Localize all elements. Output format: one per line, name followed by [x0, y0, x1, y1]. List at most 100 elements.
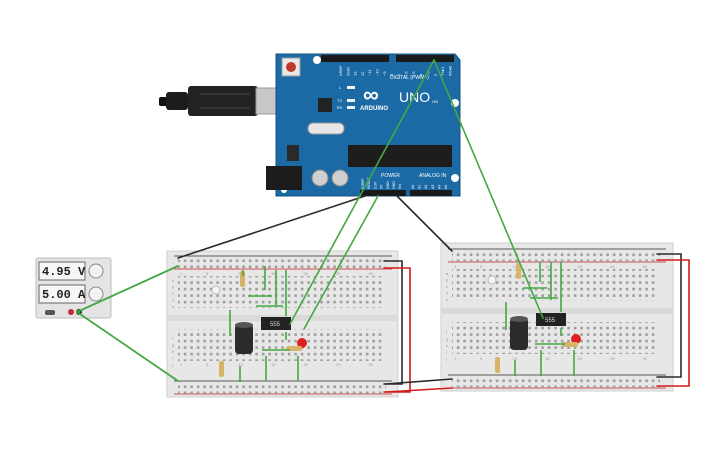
breadboard-column-label: 30: [643, 264, 648, 269]
l-led-label: L: [339, 85, 342, 90]
capacitor[interactable]: [235, 324, 253, 354]
arduino-pin-label: A3: [431, 185, 435, 189]
led-red[interactable]: [297, 338, 307, 348]
breadboard-2-jumpers[interactable]: [505, 262, 575, 376]
breadboard-column-label: 15: [271, 271, 276, 276]
wire-green-psu-top[interactable]: [76, 265, 179, 313]
breadboard-column-label: 20: [304, 271, 309, 276]
timer-ic-555[interactable]: [536, 313, 566, 326]
breadboard-row-label: b: [446, 278, 449, 283]
breadboard-row-label: i: [172, 356, 173, 361]
breadboard-row-label: f: [446, 330, 448, 335]
arduino-pin-label: ~3: [426, 71, 431, 76]
wires[interactable]: [76, 59, 690, 393]
photoresistor[interactable]: [487, 275, 497, 285]
positive-terminal[interactable]: [68, 309, 74, 315]
arduino-pin-label: AREF: [338, 65, 343, 76]
power-switch[interactable]: [45, 310, 55, 315]
breadboard-column-label: 20: [304, 362, 309, 367]
arduino-pin-label: A0: [411, 185, 415, 189]
capacitor[interactable]: [510, 318, 528, 350]
arduino-pin-label: ~5: [411, 71, 416, 76]
current-readout: 5.00 A: [42, 288, 86, 302]
breadboard-row-label: j: [171, 362, 173, 367]
breadboard-row-label: h: [172, 349, 174, 354]
breadboard-column-label: 1: [180, 362, 183, 367]
arduino-pin-label: ~10: [375, 68, 380, 76]
breadboard-row-label: b: [172, 285, 175, 290]
breadboard-column-label: 5: [480, 356, 483, 361]
breadboard-row-label: a: [446, 271, 449, 276]
on-led-label: ON: [432, 99, 438, 104]
arduino-brand-label: ARDUINO: [360, 106, 388, 112]
reset-button[interactable]: [286, 62, 296, 72]
power-header[interactable]: [360, 190, 406, 196]
resistor[interactable]: [516, 263, 521, 279]
wire-black-gnd-bb2[interactable]: [396, 195, 453, 252]
arduino-pin-label: 5V: [380, 184, 384, 189]
breadboard-column-label: 15: [545, 264, 550, 269]
resistor[interactable]: [562, 342, 578, 347]
digital-header-label: DIGITAL (PWM~): [390, 75, 429, 81]
voltage-readout: 4.95 V: [42, 265, 86, 279]
rx-led-label: RX: [337, 105, 343, 110]
breadboard-column-label: 10: [513, 264, 518, 269]
wire-black-bridge[interactable]: [385, 378, 453, 385]
breadboard-column-label: 1: [454, 264, 457, 269]
arduino-pin-label: GND: [386, 181, 390, 189]
digital-header-left[interactable]: [321, 55, 389, 62]
wire-red-bridge[interactable]: [385, 387, 453, 393]
arduino-pin-label: A5: [444, 185, 448, 189]
timer-ic-555[interactable]: [261, 317, 291, 330]
breadboard-row-label: h: [446, 343, 448, 348]
breadboard-row-label: f: [172, 336, 174, 341]
arduino-pin-label: A1: [418, 185, 422, 189]
power-supply[interactable]: 4.95 V 5.00 A: [35, 257, 112, 319]
atmega-chip: [348, 145, 452, 167]
wire-green-signal-2[interactable]: [433, 59, 544, 319]
wire-green-5v[interactable]: [303, 195, 379, 330]
arduino-pin-label: GND: [345, 67, 350, 76]
arduino-pin-label: IOREF: [361, 178, 365, 189]
voltage-knob[interactable]: [88, 263, 104, 279]
breadboard-column-label: 5: [480, 264, 483, 269]
digital-header-right[interactable]: [396, 55, 454, 62]
wire-red-rail-bb2[interactable]: [656, 259, 690, 387]
arduino-pin-label: ~11: [367, 69, 372, 76]
wire-green-signal-1[interactable]: [289, 59, 435, 325]
wire-black-rail-bb2[interactable]: [656, 253, 682, 378]
breadboard-1-jumpers[interactable]: [229, 266, 299, 382]
breadboard-column-label: 25: [336, 362, 341, 367]
wire-green-psu-bottom[interactable]: [76, 311, 179, 382]
breadboard-column-label: 20: [578, 264, 583, 269]
breadboard-column-label: 30: [369, 362, 374, 367]
breadboard-column-label: 25: [610, 264, 615, 269]
resistor[interactable]: [219, 361, 224, 377]
analog-header[interactable]: [410, 190, 452, 196]
arduino-uno-board[interactable]: ∞ ARDUINO UNO ON L TX RX DIGITAL (PWM~) …: [266, 53, 461, 197]
analog-header-label: ANALOG IN: [419, 173, 447, 179]
breadboard-row-label: i: [446, 350, 447, 355]
usb-cable[interactable]: [159, 86, 285, 116]
arduino-pin-label: 8: [389, 73, 394, 76]
photoresistor[interactable]: [211, 285, 221, 295]
breadboard-column-label: 15: [545, 356, 550, 361]
wire-black-gnd-bb1[interactable]: [177, 195, 366, 259]
breadboard-column-label: 20: [578, 356, 583, 361]
breadboard-row-label: d: [172, 298, 174, 303]
resistor[interactable]: [495, 357, 500, 373]
arduino-pin-label: 3.3V: [373, 181, 377, 189]
power-header-label: POWER: [381, 173, 400, 179]
arduino-pin-label: 2: [433, 73, 438, 76]
breadboard-column-label: 15: [271, 362, 276, 367]
arduino-pin-label: RX◂0: [448, 65, 453, 76]
arduino-pin-label: A2: [424, 185, 428, 189]
current-knob[interactable]: [88, 286, 104, 302]
arduino-pin-label: 12: [360, 71, 365, 76]
led-red[interactable]: [571, 334, 581, 344]
breadboard-column-label: 1: [180, 271, 183, 276]
breadboard-row-label: g: [172, 343, 174, 348]
